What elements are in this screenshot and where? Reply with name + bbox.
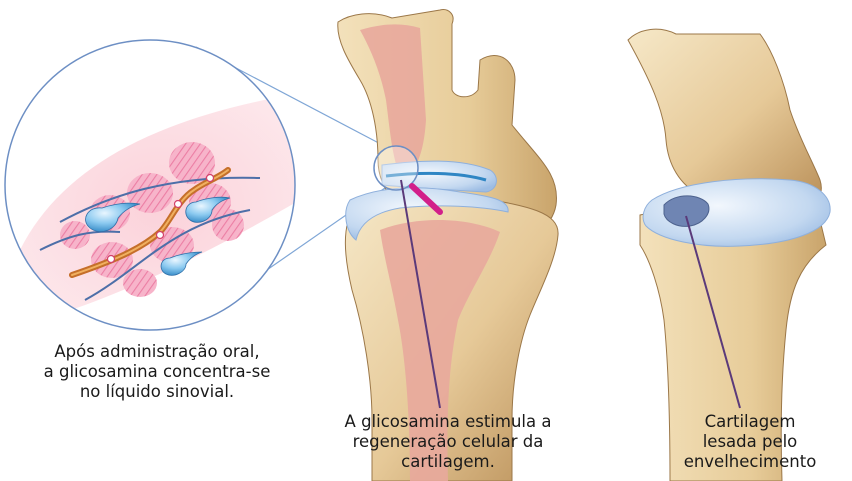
caption-left-line-1: Após administração oral, — [22, 342, 292, 362]
caption-left-line-3: no líquido sinovial. — [22, 382, 292, 402]
caption-right-line-3: envelhecimento — [660, 452, 840, 472]
zoom-circle — [5, 40, 300, 330]
knee-joint — [338, 10, 558, 481]
caption-damaged-cartilage: Cartilagem lesada pelo envelhecimento — [660, 412, 840, 472]
caption-regeneration: A glicosamina estimula a regeneração cel… — [318, 412, 578, 472]
caption-right-line-2: lesada pelo — [660, 432, 840, 452]
caption-left-line-2: a glicosamina concentra-se — [22, 362, 292, 382]
caption-middle-line-2: regeneração celular da — [318, 432, 578, 452]
caption-middle-line-3: cartilagem. — [318, 452, 578, 472]
caption-right-line-1: Cartilagem — [660, 412, 840, 432]
caption-oral-administration: Após administração oral, a glicosamina c… — [22, 342, 292, 402]
caption-middle-line-1: A glicosamina estimula a — [318, 412, 578, 432]
